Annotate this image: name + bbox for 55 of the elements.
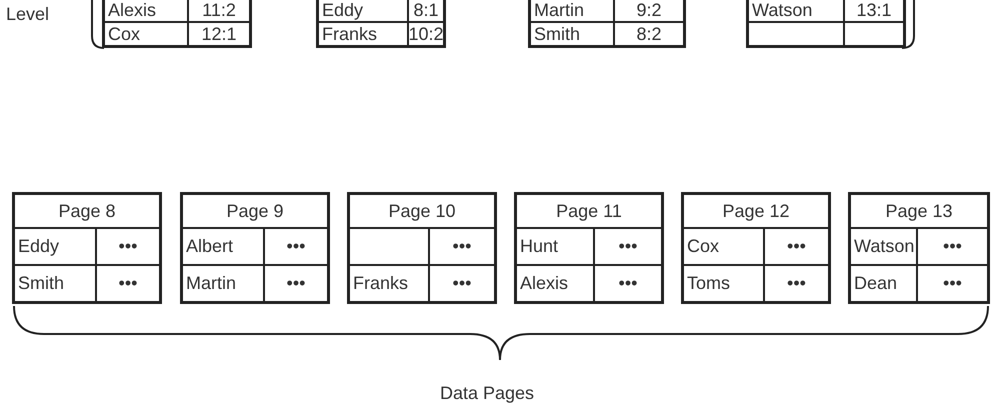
pointer-cell: 12:1 bbox=[188, 22, 250, 46]
page-header: Page 13 bbox=[850, 194, 988, 228]
data-cell: ••• bbox=[917, 265, 988, 302]
key-cell: Eddy bbox=[318, 0, 408, 22]
data-cell: ••• bbox=[764, 265, 829, 302]
data-cell: ••• bbox=[764, 228, 829, 265]
page-header: Page 9 bbox=[182, 194, 328, 228]
key-cell: Cox bbox=[104, 22, 188, 46]
data-cell: ••• bbox=[264, 265, 328, 302]
pointer-cell: 10:2 bbox=[408, 22, 444, 46]
key-cell: Smith bbox=[530, 22, 614, 46]
key-cell: Martin bbox=[530, 0, 614, 22]
key-cell: Dean bbox=[850, 265, 917, 302]
key-cell: Hunt bbox=[516, 228, 594, 265]
pointer-cell: 13:1 bbox=[844, 0, 904, 22]
pointer-cell: 9:2 bbox=[614, 0, 684, 22]
data-cell: ••• bbox=[429, 265, 495, 302]
data-page-table bbox=[180, 192, 330, 304]
caption-label: Data Pages bbox=[440, 383, 534, 404]
page-header: Page 8 bbox=[14, 194, 160, 228]
key-cell: Albert bbox=[182, 228, 264, 265]
data-cell: ••• bbox=[594, 265, 662, 302]
key-cell: Smith bbox=[14, 265, 96, 302]
key-cell: Watson bbox=[748, 0, 844, 22]
level-label: Level bbox=[6, 4, 50, 25]
page-header: Page 11 bbox=[516, 194, 662, 228]
data-page-table bbox=[12, 192, 162, 304]
key-cell: Eddy bbox=[14, 228, 96, 265]
index-table bbox=[746, 0, 906, 48]
data-cell: ••• bbox=[429, 228, 495, 265]
data-page-table bbox=[514, 192, 664, 304]
pointer-cell: 11:2 bbox=[188, 0, 250, 22]
key-cell: Toms bbox=[683, 265, 764, 302]
index-table bbox=[316, 0, 446, 48]
key-cell: Franks bbox=[349, 265, 429, 302]
data-page-table bbox=[681, 192, 831, 304]
key-cell: Watson bbox=[850, 228, 917, 265]
pointer-cell: 8:1 bbox=[408, 0, 444, 22]
data-cell: ••• bbox=[917, 228, 988, 265]
data-cell: ••• bbox=[594, 228, 662, 265]
key-cell: Alexis bbox=[104, 0, 188, 22]
index-table bbox=[102, 0, 252, 48]
key-cell: Franks bbox=[318, 22, 408, 46]
data-cell: ••• bbox=[96, 265, 160, 302]
key-cell: Cox bbox=[683, 228, 764, 265]
data-cell: ••• bbox=[264, 228, 328, 265]
key-cell: Alexis bbox=[516, 265, 594, 302]
data-page-table bbox=[347, 192, 497, 304]
key-cell: Martin bbox=[182, 265, 264, 302]
index-table bbox=[528, 0, 686, 48]
page-header: Page 12 bbox=[683, 194, 829, 228]
pointer-cell: 8:2 bbox=[614, 22, 684, 46]
page-header: Page 10 bbox=[349, 194, 495, 228]
data-page-table bbox=[848, 192, 990, 304]
data-cell: ••• bbox=[96, 228, 160, 265]
